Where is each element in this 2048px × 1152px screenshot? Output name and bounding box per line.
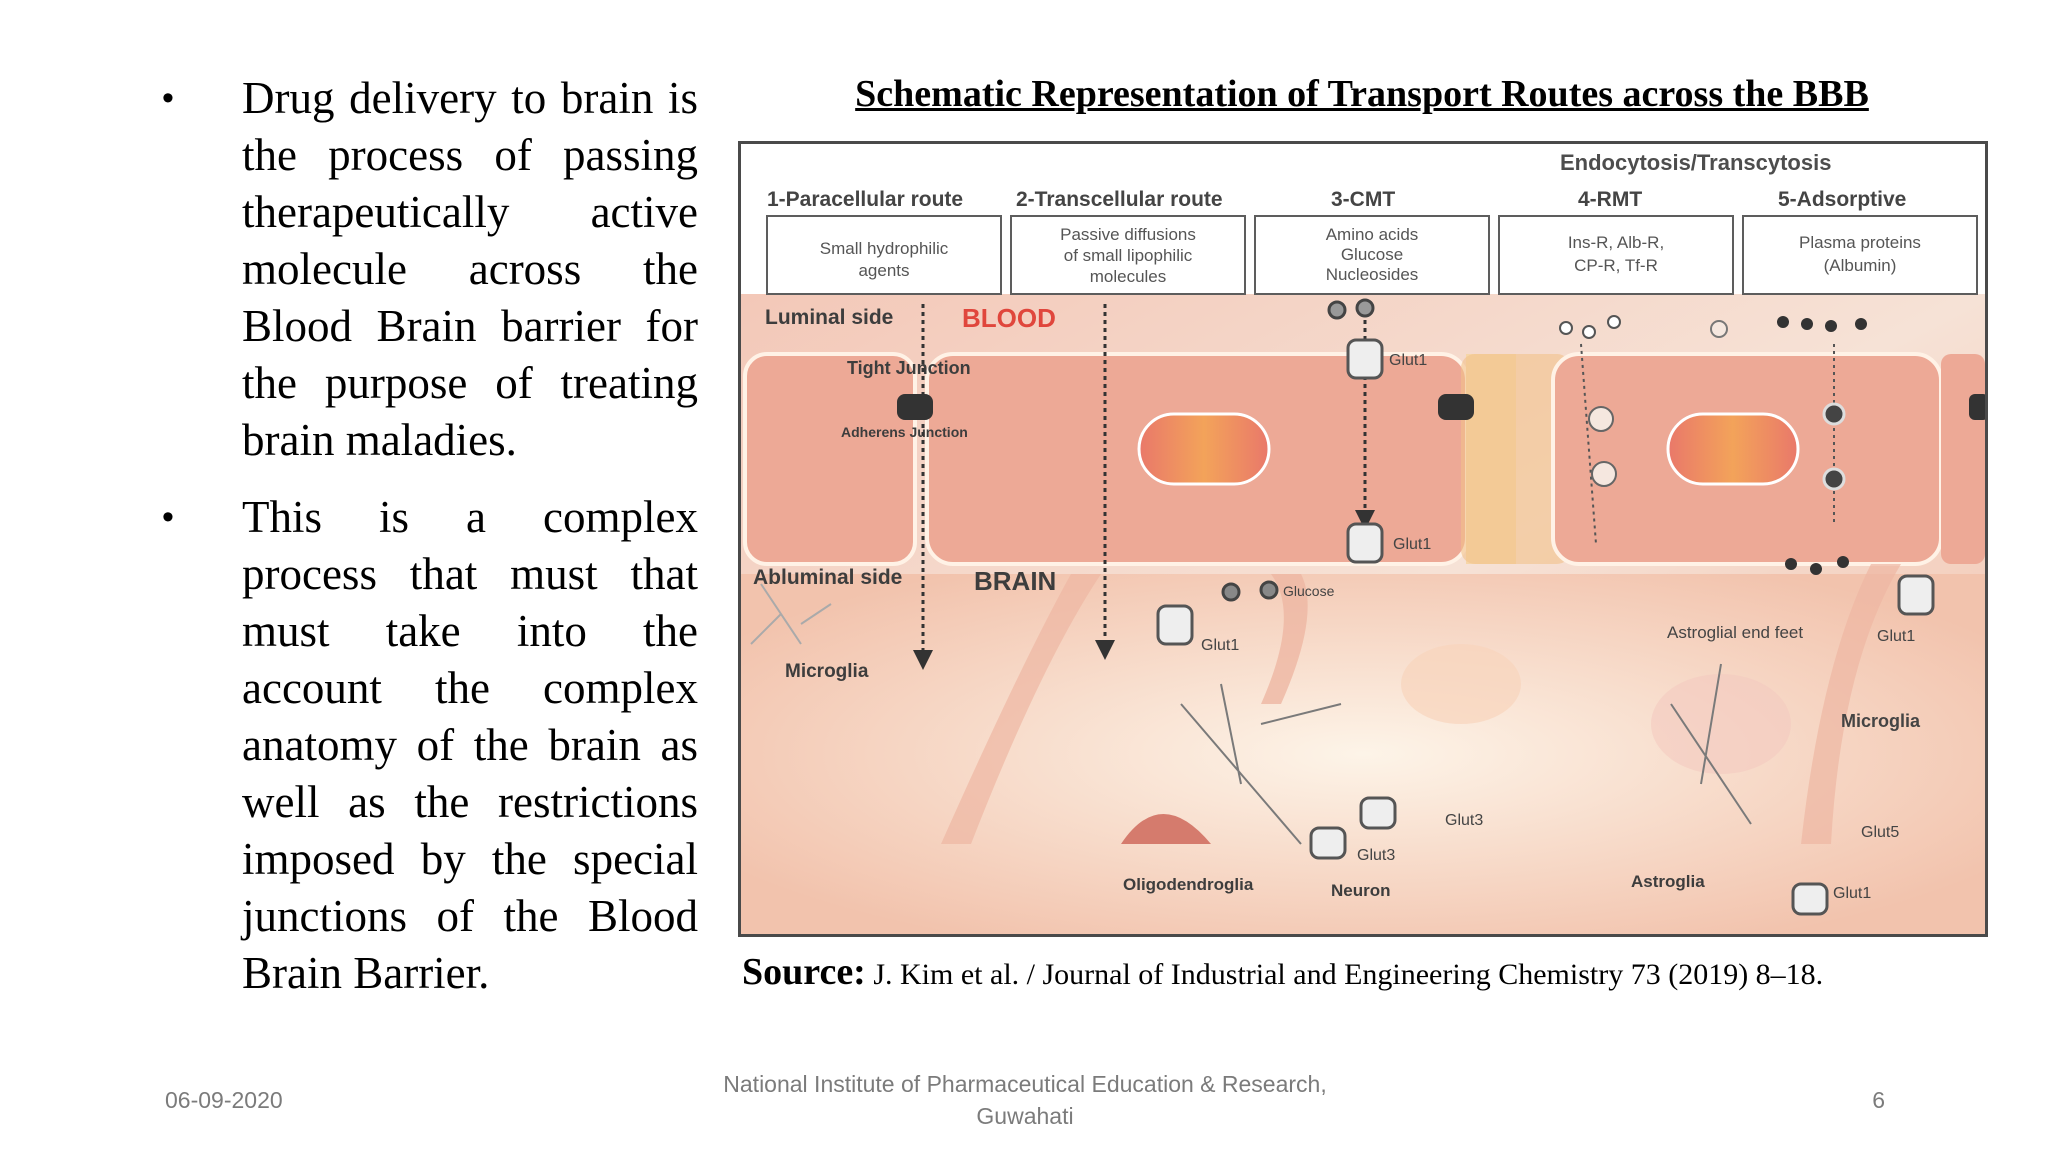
route-3-desc: Amino acids [1326,225,1419,244]
glut3-label: Glut3 [1445,812,1483,829]
bullet-text: This is a complex process that must that… [242,492,698,998]
glut1-label: Glut1 [1833,885,1871,902]
slide-number: 6 [1872,1087,1885,1113]
neuron-label: Neuron [1331,881,1391,900]
bbb-transport-figure: Endocytosis/Transcytosis 1-Paracellular … [738,141,1988,937]
astroglial-end-feet-label: Astroglial end feet [1667,623,1803,642]
source-citation: J. Kim et al. / Journal of Industrial an… [873,958,1824,991]
oligodendroglia-label: Oligodendroglia [1123,875,1254,894]
route-1-desc: agents [858,261,909,280]
route-2-desc: Passive diffusions [1060,225,1196,244]
bullet-item: • This is a complex process that must th… [158,489,698,1002]
glut1-label: Glut1 [1877,628,1915,645]
route-4-desc: CP-R, Tf-R [1574,256,1658,275]
route-4-name: 4-RMT [1578,188,1642,211]
route-3-name: 3-CMT [1331,188,1395,211]
route-5-desc: Plasma proteins [1799,233,1921,252]
bullet-item: • Drug delivery to brain is the process … [158,70,698,469]
astroglia-label: Astroglia [1631,872,1705,891]
glut1-label: Glut1 [1393,536,1431,553]
microglia-label: Microglia [785,661,869,682]
adherens-junction-label: Adherens Junction [841,424,968,440]
bbb-diagram: Endocytosis/Transcytosis 1-Paracellular … [741,144,1985,934]
route-4-desc: Ins-R, Alb-R, [1568,233,1664,252]
bullet-text: Drug delivery to brain is the process of… [242,73,698,465]
route-5-desc: (Albumin) [1824,256,1897,275]
footer-institute-line: National Institute of Pharmaceutical Edu… [723,1071,1327,1097]
route-3-desc: Nucleosides [1326,265,1419,284]
route-1-desc: Small hydrophilic [820,239,949,258]
figure-source: Source: J. Kim et al. / Journal of Indus… [742,950,1823,994]
bullet-dot: • [162,79,174,117]
abluminal-side-label: Abluminal side [753,566,902,589]
brain-label: BRAIN [974,566,1056,596]
microglia-label: Microglia [1841,711,1921,731]
figure-title: Schematic Representation of Transport Ro… [855,73,1869,115]
tight-junction-label: Tight Junction [847,358,971,378]
blood-label: BLOOD [962,303,1056,333]
source-label: Source: [742,951,866,993]
bullet-dot: • [162,498,174,536]
glut1-label: Glut1 [1201,637,1239,654]
route-1-name: 1-Paracellular route [767,188,963,211]
route-5-name: 5-Adsorptive [1778,188,1906,211]
route-2-desc: molecules [1090,267,1167,286]
route-3-desc: Glucose [1341,245,1403,264]
route-2-name: 2-Transcellular route [1016,188,1223,211]
luminal-side-label: Luminal side [765,306,893,329]
glucose-label: Glucose [1283,583,1335,599]
route-header-label: Endocytosis/Transcytosis [1560,150,1831,175]
glut3-label: Glut3 [1357,847,1395,864]
footer-institute: National Institute of Pharmaceutical Edu… [680,1068,1370,1132]
bullet-list: • Drug delivery to brain is the process … [158,70,698,1022]
footer-date: 06-09-2020 [165,1087,283,1113]
glut5-label: Glut5 [1861,824,1899,841]
route-2-desc: of small lipophilic [1064,246,1193,265]
glut1-label: Glut1 [1389,352,1427,369]
footer-institute-line: Guwahati [976,1103,1074,1129]
